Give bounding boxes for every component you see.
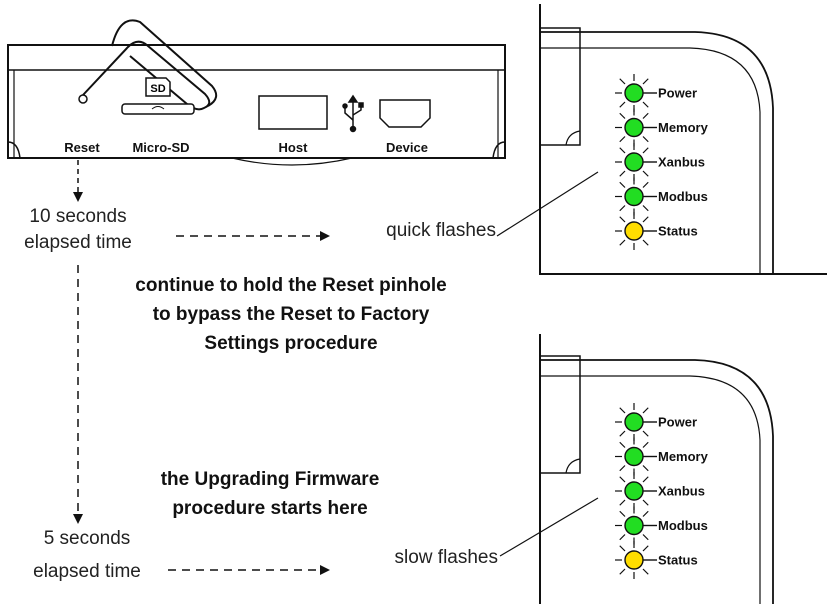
flash-rays-icon	[615, 541, 649, 579]
led-label: Modbus	[658, 189, 708, 204]
led-xanbus: Xanbus	[615, 143, 705, 181]
quick-flashes-label: quick flashes	[386, 220, 496, 241]
led-label: Memory	[658, 449, 709, 464]
instruction-line-1: continue to hold the Reset pinhole	[135, 275, 446, 296]
instruction-line-2: to bypass the Reset to Factory	[153, 304, 430, 325]
led-label: Power	[658, 86, 697, 101]
flash-rays-icon	[615, 472, 649, 510]
flash-rays-icon	[615, 506, 649, 545]
reset-pinhole[interactable]	[78, 94, 88, 104]
port-label-device: Device	[386, 140, 428, 155]
led-label: Memory	[658, 120, 709, 135]
sd-logo-icon: SD	[145, 77, 171, 97]
upgrade-note-line-2: procedure starts here	[172, 498, 367, 519]
device-usb-port[interactable]	[379, 99, 431, 128]
led-status: Status	[615, 212, 698, 250]
paperclip-icon	[82, 19, 218, 111]
port-label-host: Host	[279, 140, 309, 155]
led-light	[624, 481, 644, 501]
led-power: Power	[615, 403, 697, 441]
slow-flashes-label: slow flashes	[395, 547, 499, 568]
led-light	[624, 550, 644, 570]
led-status: Status	[615, 541, 698, 579]
upgrade-note-line-1: the Upgrading Firmware	[161, 469, 380, 490]
slow-flash-pointer	[499, 497, 599, 557]
led-light	[624, 117, 644, 138]
led-label: Power	[658, 415, 697, 430]
port-label-micro-sd: Micro-SD	[132, 140, 189, 155]
host-usb-port[interactable]	[258, 95, 328, 130]
led-label: Modbus	[658, 518, 708, 533]
led-label: Xanbus	[658, 484, 705, 499]
led-label: Status	[658, 553, 698, 568]
led-xanbus: Xanbus	[615, 472, 705, 510]
second-time-suffix: elapsed time	[33, 561, 141, 582]
led-label: Xanbus	[658, 155, 705, 170]
led-light	[624, 186, 644, 207]
led-power: Power	[615, 74, 697, 112]
led-label: Status	[658, 224, 698, 239]
led-light	[624, 515, 644, 536]
led-modbus: Modbus	[615, 506, 708, 545]
micro-sd-slot[interactable]	[121, 103, 195, 115]
led-light	[624, 221, 644, 241]
led-memory: Memory	[615, 108, 709, 147]
second-time-label: 5 seconds	[44, 528, 131, 549]
usb-icon	[342, 94, 364, 133]
port-label-reset: Reset	[64, 140, 100, 155]
first-time-label: 10 seconds	[29, 206, 126, 227]
flash-rays-icon	[615, 212, 649, 250]
led-modbus: Modbus	[615, 177, 708, 216]
device-front-panel	[7, 44, 506, 166]
first-time-suffix: elapsed time	[24, 232, 132, 253]
led-light	[624, 152, 644, 172]
led-light	[624, 446, 644, 467]
quick-flash-pointer	[496, 171, 599, 237]
led-memory: Memory	[615, 437, 709, 476]
led-light	[624, 83, 644, 103]
led-light	[624, 412, 644, 432]
instruction-line-3: Settings procedure	[204, 333, 377, 354]
svg-text:SD: SD	[150, 83, 165, 95]
flash-rays-icon	[615, 177, 649, 216]
flash-rays-icon	[615, 108, 649, 147]
